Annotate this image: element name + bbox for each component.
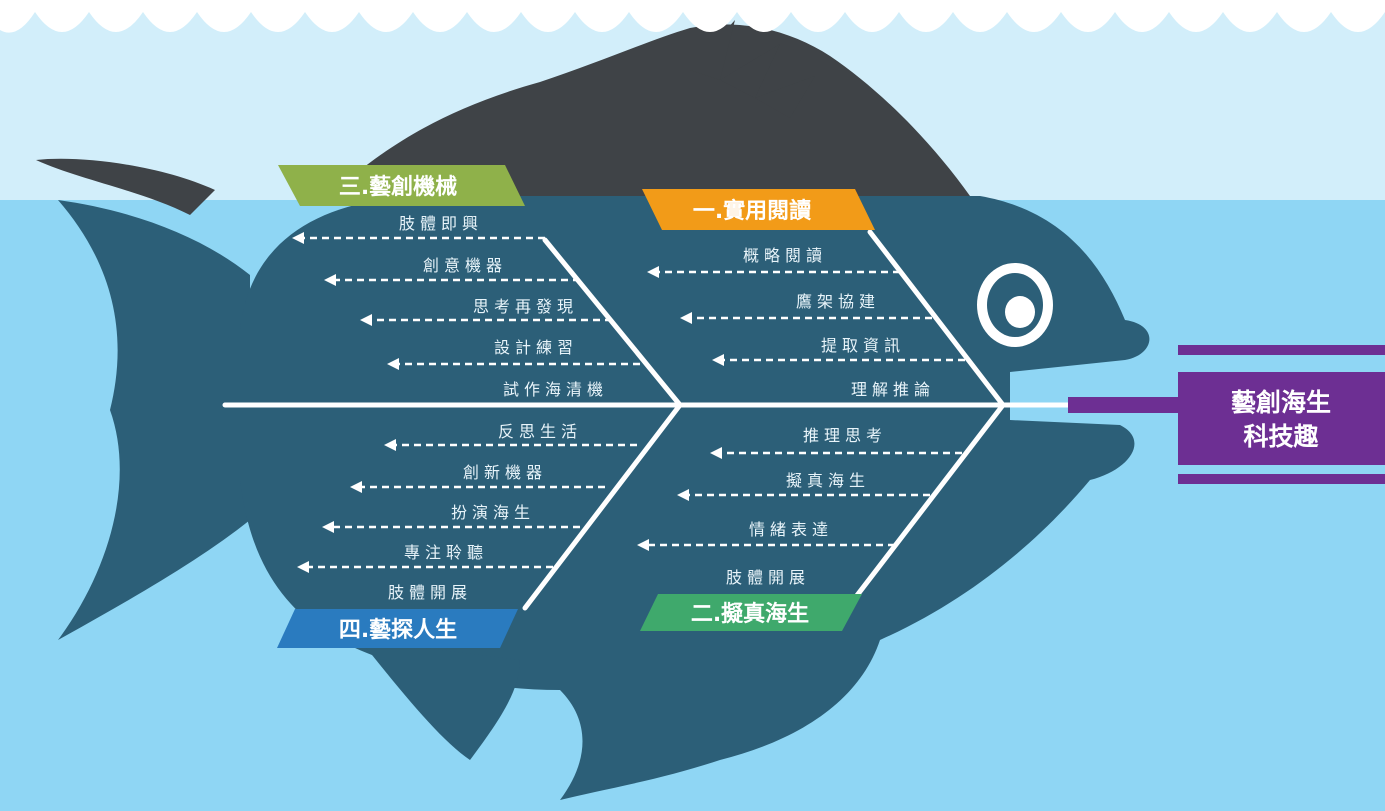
dorsal-spike-3: [755, 76, 815, 118]
banner-c3-shape: [278, 165, 525, 206]
head-bottom-bar: [1178, 474, 1385, 484]
banner-c2-label: 二.擬真海生: [691, 601, 809, 627]
banner-c4-shape: [277, 609, 518, 648]
branch-arrows: [300, 236, 965, 569]
branch-labels-c1: 概略閱讀 鷹架協建 提取資訊 理解推論: [743, 246, 935, 399]
branch-c2-1: 推理思考: [803, 426, 887, 445]
fish-head-effect: 藝創海生 科技趣: [1068, 345, 1385, 484]
branch-c4-5: 肢體開展: [388, 583, 472, 602]
branch-c2-2: 擬真海生: [786, 471, 870, 490]
banner-c1-label: 一.實用閱讀: [693, 198, 811, 224]
branch-c3-3: 思考再發現: [473, 297, 578, 316]
tail-upper: [36, 158, 215, 215]
bone-c4: [522, 402, 683, 611]
branch-c3-4: 設計練習: [494, 338, 578, 357]
branch-c1-4: 理解推論: [851, 380, 935, 399]
banner-c4-label: 四.藝探人生: [339, 617, 457, 643]
branch-c2-4: 肢體開展: [726, 568, 810, 587]
branch-c4-4: 專注聆聽: [404, 543, 488, 562]
banner-c3-label: 三.藝創機械: [339, 175, 457, 200]
bottom-fin: [360, 640, 520, 760]
fish-body: [58, 196, 1150, 800]
dorsal-spike-1: [690, 20, 735, 80]
category-banner-c1: 一.實用閱讀: [642, 189, 875, 230]
branch-c4-1: 反思生活: [498, 422, 582, 441]
fish-eye: [977, 263, 1053, 347]
branch-c4-3: 扮演海生: [451, 503, 535, 522]
head-connector: [1068, 397, 1180, 413]
bone-c1: [867, 229, 1006, 408]
branch-c1-2: 鷹架協建: [796, 292, 880, 311]
head-line-2: 科技趣: [1243, 422, 1318, 451]
bone-c2: [852, 402, 1006, 601]
branch-labels-c4: 反思生活 創新機器 扮演海生 專注聆聽 肢體開展: [388, 422, 582, 602]
head-box: [1178, 372, 1385, 465]
head-line-1: 藝創海生: [1231, 388, 1331, 417]
branch-c3-5: 試作海清機: [503, 380, 608, 399]
branch-c3-2: 創意機器: [423, 256, 507, 275]
fish-torso: [240, 196, 1150, 800]
branch-labels-c2: 推理思考 擬真海生 情緒表達 肢體開展: [726, 426, 887, 587]
banner-c2-shape: [640, 594, 862, 631]
branch-c3-1: 肢體即興: [399, 214, 483, 233]
category-banner-c2: 二.擬真海生: [640, 594, 862, 631]
branch-c1-1: 概略閱讀: [743, 246, 827, 265]
category-banner-c3: 三.藝創機械: [278, 165, 525, 206]
bone-c3: [542, 237, 683, 408]
dorsal-fin: [330, 24, 970, 196]
fish-skeleton: [222, 229, 1073, 611]
water-waves-top: [0, 0, 1385, 33]
arrow-heads: [292, 232, 724, 573]
banner-c1-shape: [642, 189, 875, 230]
fish-fins: [36, 20, 970, 215]
head-top-bar: [1178, 345, 1385, 355]
branch-c4-2: 創新機器: [463, 463, 547, 482]
branch-c1-3: 提取資訊: [821, 336, 905, 355]
branch-labels-c3: 肢體即興 創意機器 思考再發現 設計練習 試作海清機: [399, 214, 608, 399]
tail: [58, 200, 250, 640]
branch-c2-3: 情緒表達: [749, 520, 833, 539]
category-banner-c4: 四.藝探人生: [277, 609, 518, 648]
dorsal-spike-2: [720, 44, 780, 98]
